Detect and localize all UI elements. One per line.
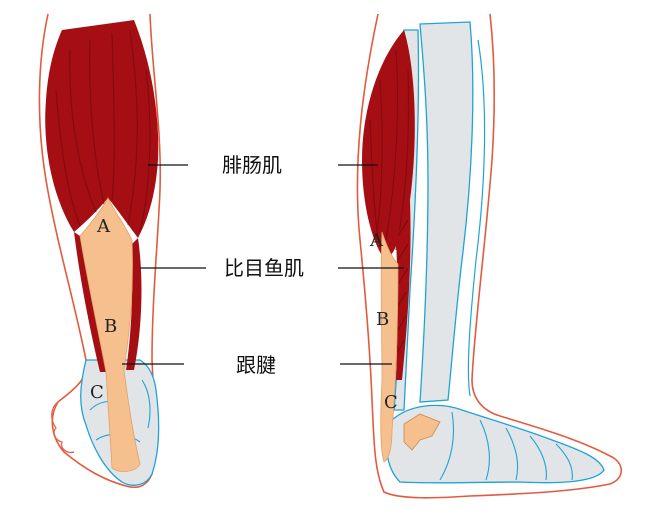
point-b-posterior: B (104, 316, 117, 337)
lateral-outer-contour (467, 39, 486, 397)
point-a-posterior: A (96, 216, 111, 237)
point-b-lateral: B (376, 309, 389, 330)
lateral-gastrocnemius-fibers (369, 49, 410, 251)
posterior-achilles-tendon (79, 197, 141, 472)
point-c-lateral: C (384, 392, 398, 413)
lateral-achilles-tendon (380, 231, 399, 463)
lateral-gastrocnemius (362, 30, 415, 262)
posterior-gastrocnemius (45, 20, 159, 238)
lateral-soleus-stripes (397, 219, 409, 353)
posterior-leg-view (38, 13, 162, 489)
point-c-posterior: C (90, 382, 104, 403)
posterior-toe-outline (51, 401, 75, 453)
lateral-talus (403, 413, 441, 451)
lateral-foot-bones (385, 404, 605, 484)
lateral-tibia (419, 21, 474, 403)
posterior-soleus-right (126, 238, 142, 370)
posterior-skin-outline (38, 13, 162, 489)
lateral-leg-view (356, 13, 623, 499)
leader-lines (122, 164, 404, 365)
lateral-skin-outline (356, 13, 623, 499)
lateral-foot-bone-detail (439, 411, 573, 481)
label-soleus: 比目鱼肌 (224, 256, 304, 280)
point-a-lateral: A (369, 230, 384, 251)
posterior-gastrocnemius-fibers (55, 29, 151, 233)
label-achilles-tendon: 跟腱 (236, 353, 276, 377)
label-gastrocnemius: 腓肠肌 (222, 153, 282, 177)
